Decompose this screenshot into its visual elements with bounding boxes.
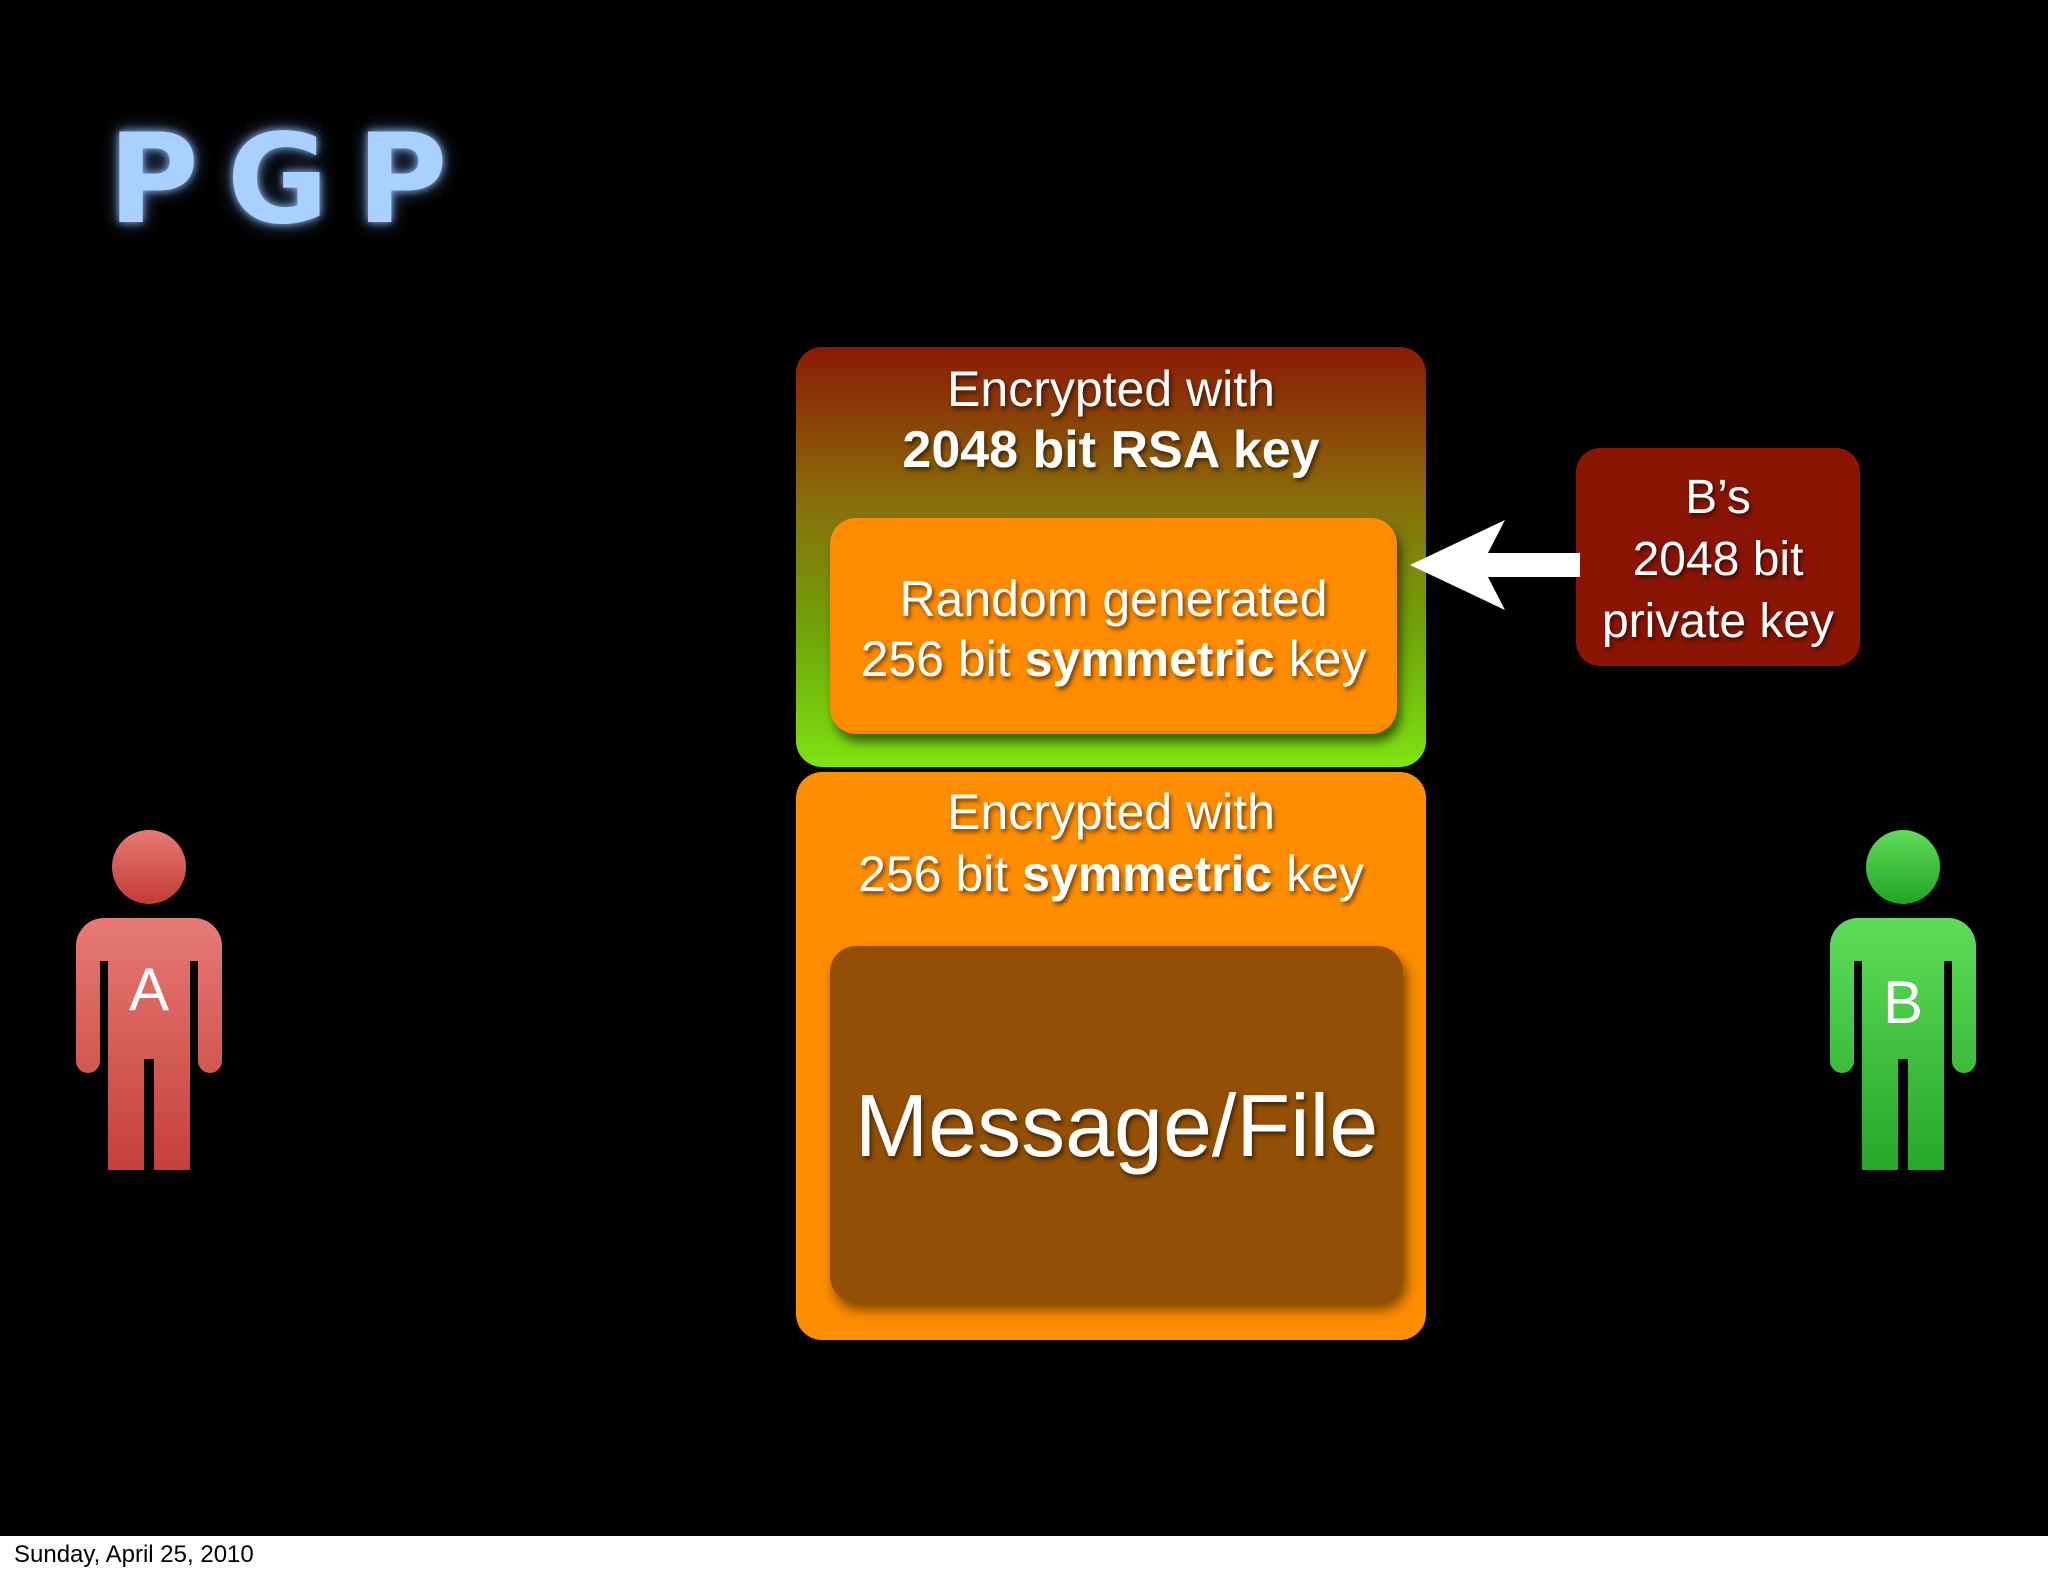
private-key-box [1576,448,1860,666]
person-b-label: B [1882,969,1924,1036]
person-a-icon [76,830,222,1170]
symmetric-box-label-line2: 256 bit symmetric key [796,845,1426,903]
message-file-label: Message/File [854,1076,1379,1175]
private-key-label-line3: private key [1601,595,1835,648]
symmetric-key-label-line2: 256 bit symmetric key [830,630,1397,688]
symmetric-key-label-prefix: 256 bit [860,631,1025,687]
rsa-box-label-line2: 2048 bit RSA key [902,421,1320,479]
arrow-left-icon [1410,520,1580,610]
slide-canvas: PGP Encrypted with 2048 bit RSA key Rand… [0,0,2048,1536]
symmetric-key-label-line1: Random generated [899,571,1328,627]
message-file-box [830,946,1403,1302]
private-key-label-line1: B’s [1685,471,1751,524]
slide-title: PGP [108,108,476,252]
person-a-label: A [128,956,170,1023]
footer-date: Sunday, April 25, 2010 [14,1541,254,1568]
symmetric-key-box [830,518,1397,734]
symmetric-box-label-line1: Encrypted with [947,784,1275,840]
symmetric-box-label-suffix: key [1272,846,1364,902]
private-key-label-line2: 2048 bit [1632,533,1804,586]
rsa-box-label-line1: Encrypted with [947,361,1275,417]
person-b-icon [1830,830,1976,1170]
symmetric-key-label-suffix: key [1274,631,1367,687]
symmetric-box-label-prefix: 256 bit [858,846,1023,902]
symmetric-key-label-bold: symmetric [1024,631,1275,687]
symmetric-box-label-bold: symmetric [1022,846,1273,902]
